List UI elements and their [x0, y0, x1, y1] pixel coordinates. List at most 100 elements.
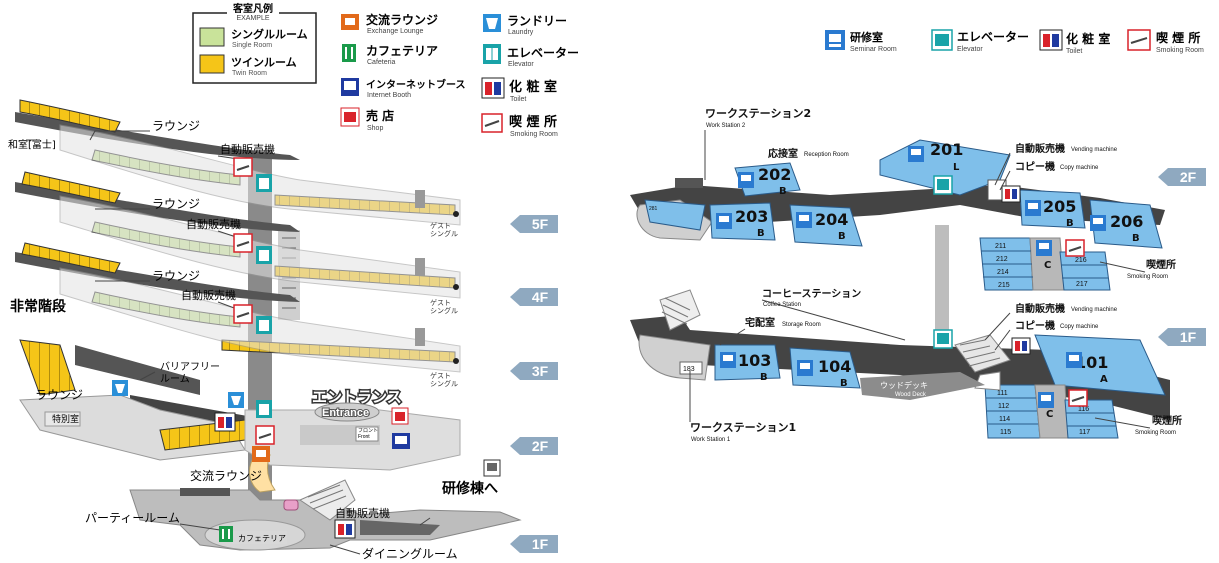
ws2-label: ワークステーション2: [705, 107, 811, 120]
legend-room-types: 客室凡例 EXAMPLE シングルルーム Single Room ツインルーム …: [192, 2, 317, 84]
seminar-icon: [1038, 392, 1054, 408]
smoking-icon: [1065, 239, 1085, 257]
block-1f-grade: C: [1046, 409, 1053, 420]
legend-laundry-label: ランドリー: [507, 14, 567, 28]
toilet-icon: [1001, 185, 1021, 203]
room-203[interactable]: [709, 202, 776, 241]
room-217: 217: [1076, 281, 1088, 288]
room-117: 117: [1079, 429, 1090, 436]
guest-single-4f-1: ゲスト: [430, 298, 451, 307]
single-room-label: シングルルーム: [231, 27, 308, 41]
room-201-grade: L: [953, 162, 960, 173]
floor-tag-2f: 2F: [510, 437, 558, 455]
floor-tag-5f: 5F: [510, 215, 558, 233]
vending-1f-label-en: Vending machine: [1071, 307, 1118, 313]
internet-icon: [341, 78, 359, 96]
vending-2f-label-en: Vending machine: [1071, 147, 1118, 153]
barrier-free-line-1: バリアフリー: [160, 361, 220, 373]
laundry-icon: [228, 392, 244, 408]
floor-tag-label: 4F: [532, 289, 549, 305]
left-floor-tags: 5F 4F 3F 2F 1F: [510, 215, 558, 553]
phone-icon: [283, 499, 299, 511]
smoking-icon: [255, 425, 275, 445]
lounge-label-2f: ラウンジ: [35, 388, 83, 402]
washitsu-label: 和室[富士]: [8, 138, 56, 151]
lounge-icon: [341, 14, 359, 30]
laundry-icon: [112, 380, 128, 396]
room-block-216-217[interactable]: [1059, 251, 1111, 291]
seminar-icon: [797, 360, 813, 376]
room-281: 281: [649, 206, 658, 212]
legend-title: 客室凡例: [232, 2, 273, 15]
room-205-number: 205: [1043, 197, 1076, 216]
to-seminar-label[interactable]: 研修棟へ: [442, 480, 498, 497]
legend-elevator-label: エレベーター: [507, 46, 579, 60]
legend-toilet-label: 化 粧 室: [509, 79, 557, 95]
reception-label: 応接室: [768, 147, 798, 160]
floor-tag-1f: 1F: [510, 535, 558, 553]
front-label-jp: フロント: [358, 428, 378, 434]
copy-1f-label-en: Copy machine: [1060, 324, 1099, 330]
seminar-2f: [630, 139, 1165, 365]
room-116: 116: [1078, 406, 1089, 413]
copy-2f-label: コピー機: [1015, 160, 1055, 173]
smoking-2f-label-en: Smoking Room: [1127, 274, 1168, 280]
block-2f-grade: C: [1044, 260, 1051, 271]
copy-2f-label-en: Copy machine: [1060, 165, 1099, 171]
seminar-1f: [630, 289, 1170, 439]
legend-cafeteria-label-en: Cafeteria: [367, 59, 396, 66]
floor-tag-label: 2F: [1180, 169, 1197, 185]
room-204-number: 204: [815, 210, 848, 229]
vending-label-1f: 自動販売機: [335, 506, 390, 520]
legend-right-seminar-en: Seminar Room: [850, 46, 897, 53]
room-block-116-117[interactable]: [1064, 399, 1119, 439]
elevator-icon: [256, 400, 272, 418]
room-214: 214: [997, 269, 1009, 276]
guest-single-3f-2: シングル: [430, 379, 458, 388]
dining-room-label: ダイニングルーム: [362, 546, 458, 561]
right-map-icons: [716, 146, 1106, 408]
storage-label: 宅配室: [745, 316, 775, 329]
cafeteria-label: カフェテリア: [238, 534, 286, 543]
seminar-icon: [1036, 240, 1052, 256]
toilet-icon: [214, 412, 236, 432]
vending-2f-label: 自動販売機: [1015, 142, 1065, 155]
legend-lounge-label-en: Exchange Lounge: [367, 28, 424, 35]
floor-tag-3f: 3F: [510, 362, 558, 380]
storage-label-en: Storage Room: [782, 322, 821, 328]
room-101-grade: A: [1100, 374, 1108, 385]
room-104[interactable]: [789, 347, 861, 389]
room-101[interactable]: [1034, 334, 1166, 396]
vending-label-4f: 自動販売機: [186, 217, 241, 231]
legend-title-en: EXAMPLE: [236, 15, 269, 22]
toilet-icon: [1011, 337, 1031, 355]
lounge-label-4f: ラウンジ: [152, 197, 200, 211]
smoking-icon: [233, 233, 253, 253]
twin-room-swatch: [199, 54, 225, 74]
room-201-number: 201: [930, 140, 963, 159]
legend-cafeteria-label: カフェテリア: [366, 44, 438, 58]
smoking-icon: [481, 113, 503, 133]
guest-single-3f-1: ゲスト: [430, 371, 451, 380]
room-205[interactable]: [1019, 189, 1086, 229]
floor-tag-label: 5F: [532, 216, 549, 232]
toilet-icon: [334, 519, 356, 539]
seminar-icon: [1025, 200, 1041, 216]
smoking-1f-label: 喫煙所: [1152, 414, 1182, 427]
shop-icon: [391, 407, 409, 425]
vending-label-5f: 自動販売機: [220, 142, 275, 156]
single-room-swatch: [199, 27, 225, 47]
laundry-icon: [483, 14, 501, 32]
legend-lounge-label: 交流ラウンジ: [366, 12, 438, 27]
smoking-icon: [1127, 29, 1151, 51]
right-building-map: 201 L 202 B 203 B 204 B 205 B 206 B 101 …: [630, 107, 1206, 443]
small-room-numbers: 211 212 214 215 216 217 111 112 114 115 …: [649, 206, 1090, 436]
smoking-2f-label: 喫煙所: [1146, 258, 1176, 271]
elevator-icon: [256, 174, 272, 192]
twin-room-label: ツインルーム: [231, 56, 297, 69]
cafeteria-icon: [342, 44, 356, 62]
party-room-label: パーティールーム: [85, 511, 180, 525]
room-203-number: 203: [735, 207, 768, 226]
seminar-building-icon: [483, 459, 501, 477]
lounge-icon: [252, 446, 270, 462]
